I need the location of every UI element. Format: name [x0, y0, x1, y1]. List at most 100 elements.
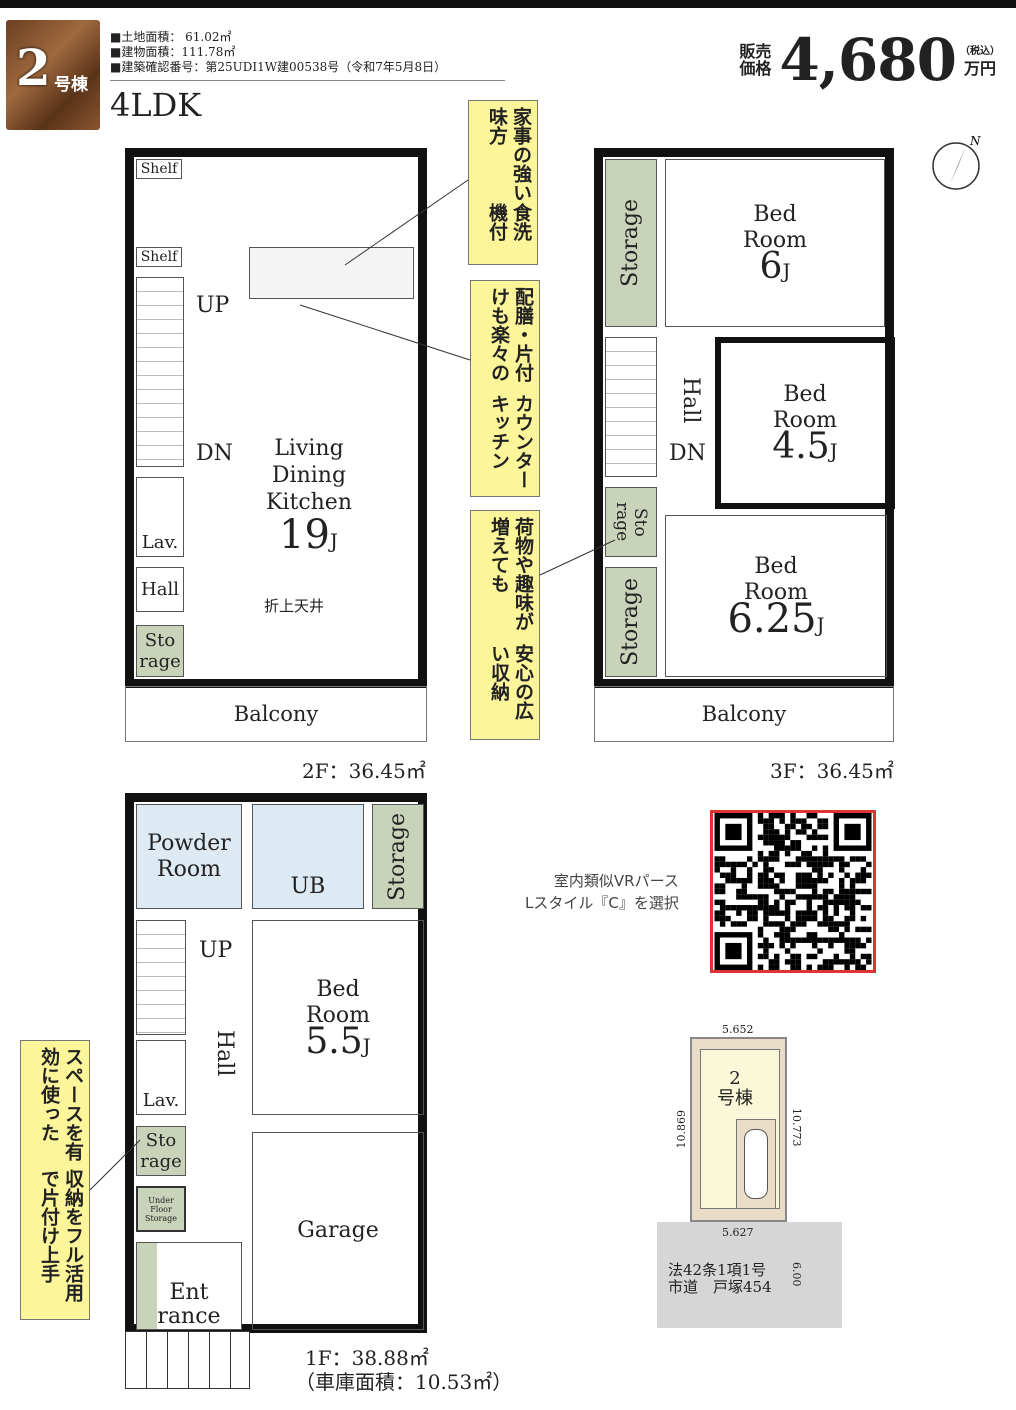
up-label: UP	[196, 293, 230, 318]
shelf-1: Shelf	[136, 159, 182, 179]
road-name: 市道 戸塚454	[668, 1278, 772, 1296]
jo-unit: J	[829, 439, 838, 463]
garage-area: （車庫面積：10.53㎡）	[295, 1370, 513, 1394]
price: 販売価格 4,680 （税込）万円	[739, 26, 1000, 94]
qr-caption-2: Lスタイル『C』を選択	[525, 894, 679, 912]
qr-code-icon	[714, 813, 872, 970]
bedroom-6-size-value: 6	[759, 246, 783, 287]
storage-mid: Sto rage	[605, 487, 657, 557]
callout-line: 家事の強い味方	[486, 107, 532, 202]
bedroom-6-25-size: 6.25J	[727, 599, 825, 639]
staircase	[136, 920, 186, 1035]
bedroom-6-25-size-value: 6.25	[727, 596, 817, 642]
price-value: 4,680	[779, 26, 957, 94]
divider	[110, 80, 505, 81]
up-label: UP	[199, 938, 233, 963]
storage: Sto rage	[136, 1126, 186, 1176]
jo-unit: J	[329, 529, 338, 553]
callout-line: 荷物や趣味が増えても	[488, 517, 534, 631]
compass-label: N	[969, 134, 981, 148]
storage-top: Storage	[605, 159, 657, 327]
bedroom-size-value: 5.5	[305, 1020, 363, 1062]
site-building-label: 2 号棟	[717, 1068, 753, 1109]
lavatory: Lav.	[136, 1040, 186, 1115]
storage-top-label: Storage	[618, 199, 643, 287]
callout-space-use: スペースを有効に使った収納をフル活用で片付け上手	[20, 1040, 90, 1320]
storage-top: Storage	[372, 804, 424, 909]
dim-top: 5.652	[722, 1023, 754, 1036]
ldk-size: 19J	[279, 512, 338, 558]
price-unit: （税込）万円	[960, 43, 1000, 77]
staircase	[136, 277, 184, 467]
entrance: Ent rance	[136, 1242, 242, 1330]
floor-1-plan: Powder Room UB Storage UP Hall Lav. Bed …	[125, 793, 427, 1333]
floor-2-plan: Shelf Shelf UP DN Living Dining Kitchen …	[125, 148, 427, 688]
underfloor-storage: Under Floor Storage	[136, 1186, 186, 1232]
garage: Garage	[252, 1132, 424, 1330]
callout-line: 食洗機付	[486, 203, 532, 242]
bedroom-4-5-label: Bed Room	[773, 382, 837, 433]
building-badge: 2 号棟	[6, 20, 100, 130]
callout-line: スペースを有効に使った	[38, 1047, 84, 1161]
bedroom-label: Bed Room	[306, 976, 370, 1028]
lavatory: Lav.	[136, 477, 184, 557]
bedroom-4-5-size: 4.5J	[772, 429, 838, 465]
building-suffix: 号棟	[54, 75, 88, 95]
north-arrow-icon: N	[932, 134, 981, 190]
lot: 2 号棟	[690, 1037, 787, 1222]
building-number: 2	[16, 38, 51, 97]
hall-label: Hall	[678, 377, 703, 424]
bedroom-4-5-size-value: 4.5	[772, 426, 830, 467]
road-width: 6.00	[790, 1262, 803, 1287]
staircase	[605, 337, 657, 477]
qr-code[interactable]	[710, 810, 876, 973]
land-area: ■土地面積： 61.02㎡	[110, 30, 232, 44]
callout-counter-kitchen: 配膳・片付けも楽々のカウンターキッチン	[470, 280, 540, 497]
balcony-3f: Balcony	[594, 686, 894, 742]
callout-dishwasher: 家事の強い味方食洗機付	[468, 100, 538, 265]
road-info: 法42条1項1号 市道 戸塚454	[668, 1262, 772, 1296]
callout-line: 安心の広い収納	[488, 644, 534, 721]
qr-caption: 室内類似VRパース Lスタイル『C』を選択	[525, 870, 679, 914]
layout-type: 4LDK	[110, 86, 202, 124]
top-bar	[0, 0, 1016, 8]
callout-line: カウンターキッチン	[488, 393, 534, 489]
storage-mid-label: Sto rage	[612, 502, 650, 542]
unit-bath: UB	[252, 804, 364, 909]
price-label-1: 販売	[739, 42, 772, 61]
building-area: ■建物面積：111.78㎡	[110, 45, 236, 59]
shelf-2: Shelf	[136, 247, 182, 267]
powder-room: Powder Room	[136, 804, 242, 909]
hall: Hall	[136, 567, 184, 612]
kitchen-counter	[249, 247, 414, 299]
road-law: 法42条1項1号	[668, 1261, 767, 1279]
jo-unit: J	[816, 613, 825, 637]
balcony-2f: Balcony	[125, 686, 427, 742]
dn-label: DN	[669, 441, 706, 466]
price-unit-text: 万円	[963, 59, 996, 78]
bedroom-6-label: Bed Room	[743, 202, 807, 253]
road	[657, 1222, 842, 1328]
dim-bottom: 5.627	[722, 1226, 754, 1239]
jo-unit: J	[362, 1033, 371, 1058]
callout-line: 配膳・片付けも楽々の	[488, 287, 534, 382]
storage-top-label: Storage	[385, 812, 410, 901]
dim-left: 10.869	[675, 1110, 688, 1149]
storage-bottom: Storage	[605, 567, 657, 677]
storage: Sto rage	[136, 625, 184, 677]
ldk-label: Living Dining Kitchen	[266, 435, 352, 515]
qr-caption-1: 室内類似VRパース	[553, 872, 679, 890]
price-label-2: 価格	[739, 59, 772, 78]
floor-3-area: 3F：36.45㎡	[770, 759, 894, 783]
car-icon	[744, 1129, 768, 1199]
storage-bottom-label: Storage	[618, 578, 643, 666]
property-info: ■土地面積： 61.02㎡ ■建物面積：111.78㎡ ■建築確認番号：第25U…	[110, 30, 446, 75]
floor-1-area: 1F：38.88㎡	[305, 1346, 429, 1370]
bedroom-size: 5.5J	[305, 1023, 371, 1059]
callout-storage: 荷物や趣味が増えても安心の広い収納	[470, 510, 540, 740]
ldk-size-value: 19	[279, 512, 330, 558]
price-label: 販売価格	[739, 43, 775, 77]
